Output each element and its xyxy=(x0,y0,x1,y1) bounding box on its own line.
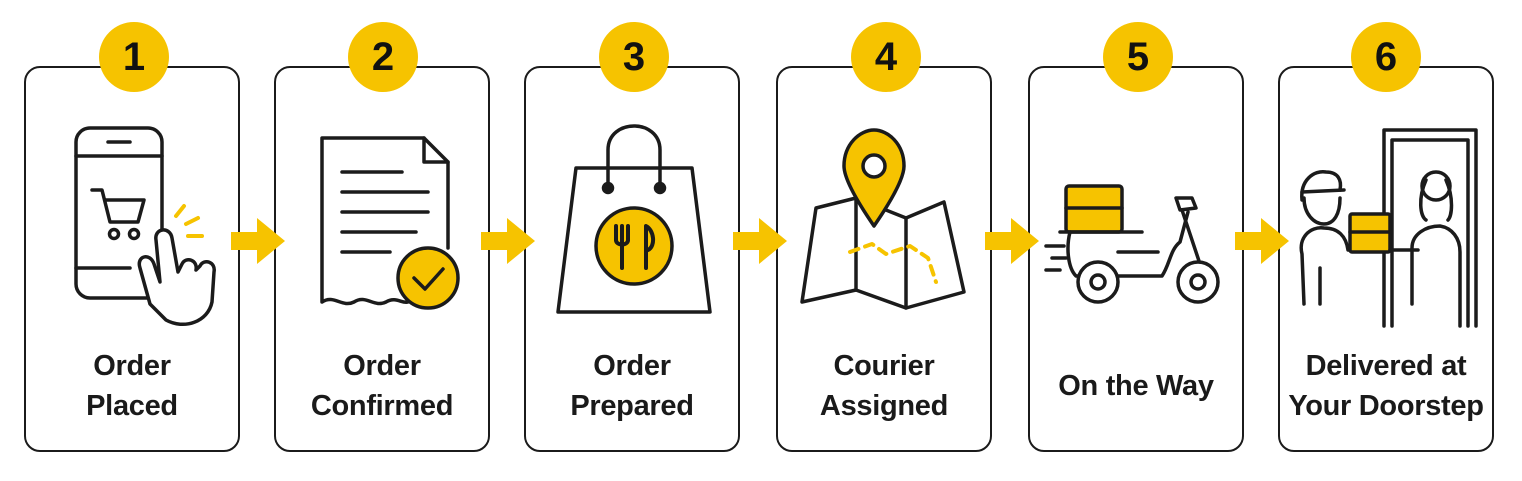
arrow-right-icon xyxy=(1235,218,1289,264)
smartphone-cart-tap-icon xyxy=(74,126,216,326)
arrow-right-icon xyxy=(985,218,1039,264)
step-card-1: Order Placed xyxy=(24,66,240,452)
arrow-right-icon xyxy=(231,218,285,264)
step-number-1: 1 xyxy=(99,22,169,92)
step-label-4: Courier Assigned xyxy=(819,350,949,422)
step-label-3: Order Prepared xyxy=(570,350,694,422)
step-card-2: Order Confirmed xyxy=(274,66,490,452)
step-number-3: 3 xyxy=(599,22,669,92)
step-label-6: Delivered at Your Doorstep xyxy=(1288,350,1484,422)
arrow-right-icon xyxy=(733,218,787,264)
delivery-scooter-icon xyxy=(1044,184,1220,304)
step-card-3: Order Prepared xyxy=(524,66,740,452)
doorstep-handoff-icon xyxy=(1299,128,1478,328)
step-number-4: 4 xyxy=(851,22,921,92)
arrow-right-icon xyxy=(481,218,535,264)
step-number-2: 2 xyxy=(348,22,418,92)
food-bag-icon xyxy=(556,124,712,314)
step-card-5: On the Way xyxy=(1028,66,1244,452)
receipt-checkmark-icon xyxy=(320,136,460,310)
step-label-2: Order Confirmed xyxy=(310,350,454,422)
step-label-5: On the Way xyxy=(1058,370,1214,402)
step-label-1: Order Placed xyxy=(86,350,178,422)
step-card-4: Courier Assigned xyxy=(776,66,992,452)
step-card-6: Delivered at Your Doorstep xyxy=(1278,66,1494,452)
step-number-5: 5 xyxy=(1103,22,1173,92)
map-pin-icon xyxy=(800,128,966,310)
step-number-6: 6 xyxy=(1351,22,1421,92)
